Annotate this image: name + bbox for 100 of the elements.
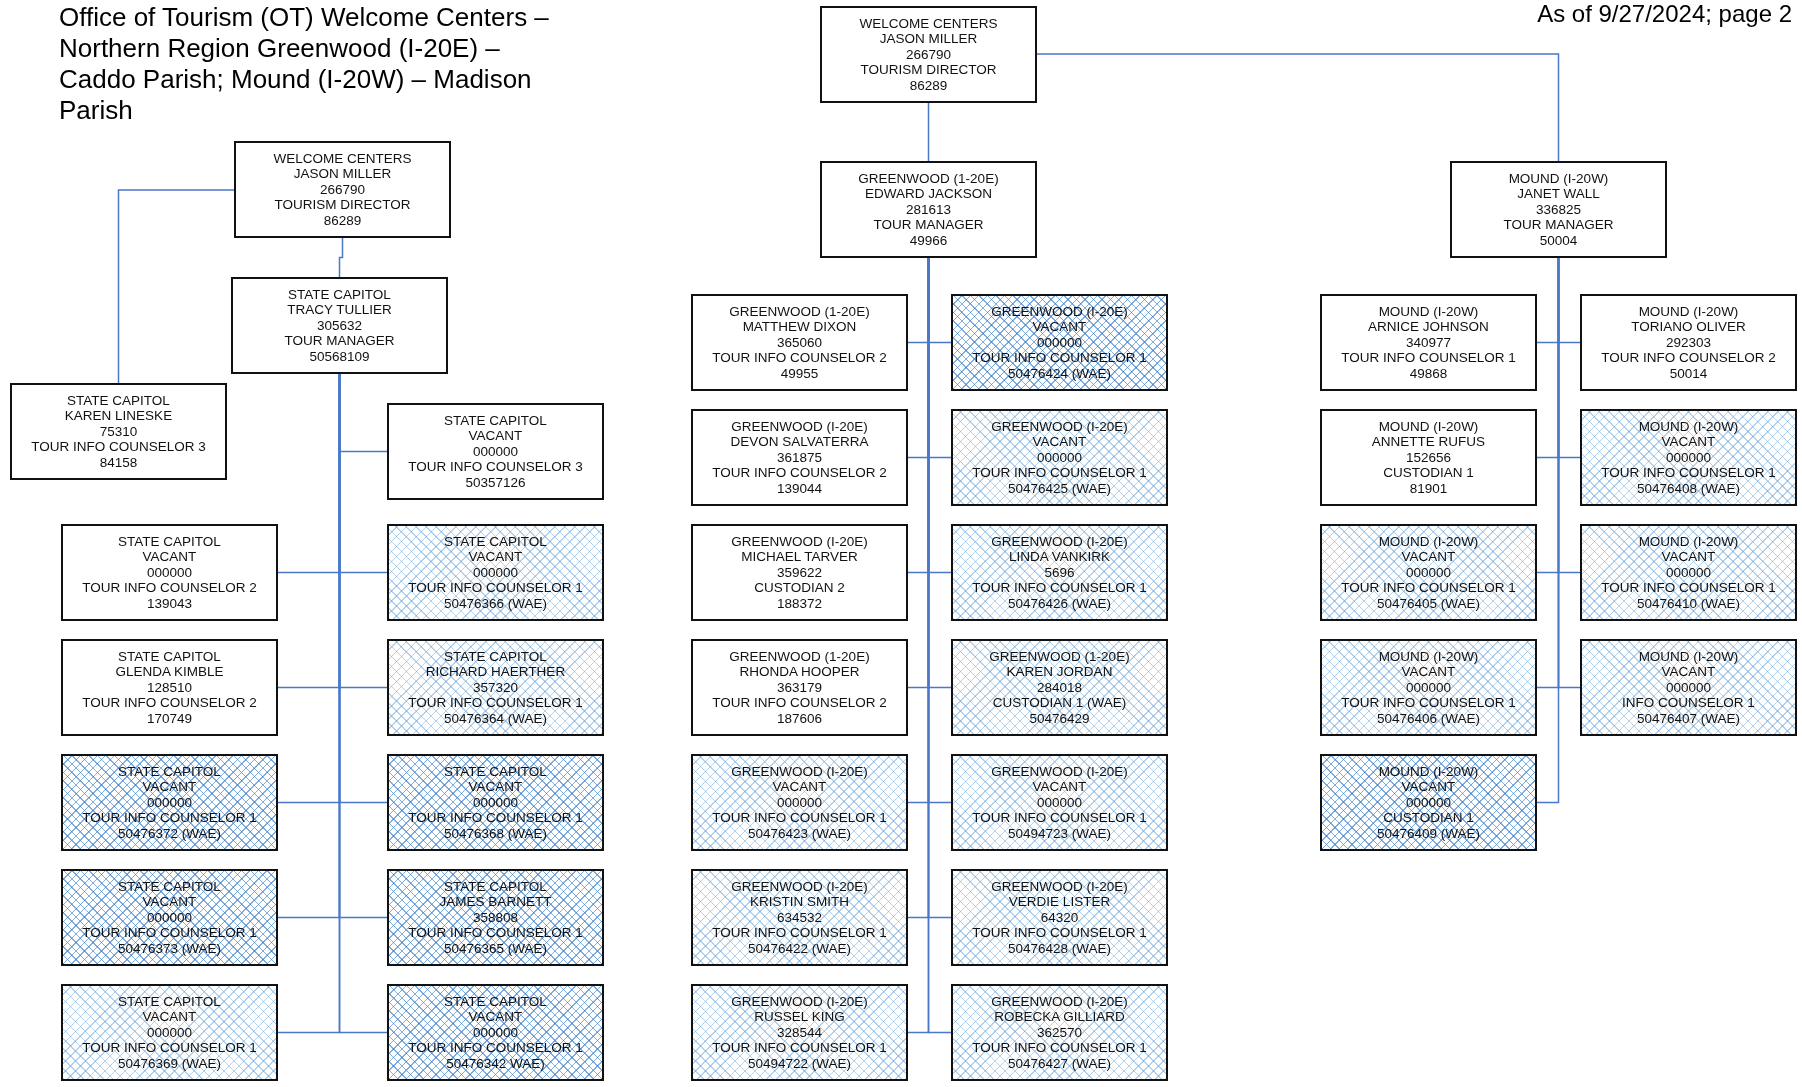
- job-title: TOUR INFO COUNSELOR 1: [1601, 580, 1776, 596]
- employee-name: VACANT: [1661, 664, 1716, 680]
- employee-number: 000000: [146, 909, 193, 926]
- job-title: TOUR INFO COUNSELOR 1: [408, 580, 583, 596]
- job-title: TOUR INFO COUNSELOR 1: [82, 1040, 257, 1056]
- position-number: 139044: [776, 480, 823, 497]
- unit-name: MOUND (I-20W): [1638, 533, 1739, 550]
- employee-name: VACANT: [772, 779, 827, 795]
- job-title: CUSTODIAN 2: [754, 580, 845, 596]
- employee-number: 000000: [146, 564, 193, 581]
- job-title: TOUR INFO COUNSELOR 1: [82, 925, 257, 941]
- position-box: [691, 639, 908, 736]
- employee-name: RHONDA HOOPER: [739, 664, 860, 680]
- position-number: 86289: [323, 212, 362, 229]
- position-box: [1320, 639, 1537, 736]
- employee-name: GLENDA KIMBLE: [115, 664, 224, 680]
- employee-number: 000000: [472, 443, 519, 460]
- connector-line: [338, 237, 344, 278]
- job-title: TOUR INFO COUNSELOR 2: [712, 465, 887, 481]
- position-number: 49966: [909, 232, 948, 249]
- unit-name: STATE CAPITOL: [118, 878, 221, 895]
- position-number: 49868: [1409, 365, 1448, 382]
- connector-line: [1036, 53, 1560, 162]
- employee-name: VACANT: [1661, 549, 1716, 565]
- job-title: TOUR INFO COUNSELOR 1: [972, 810, 1147, 826]
- employee-number: 000000: [472, 564, 519, 581]
- job-title: CUSTODIAN 1 (WAE): [992, 695, 1127, 711]
- position-box: [1580, 639, 1797, 736]
- employee-name: VACANT: [468, 428, 523, 444]
- employee-name: MICHAEL TARVER: [741, 549, 858, 565]
- unit-name: MOUND (I-20W): [1638, 648, 1739, 665]
- position-number: 50476364 (WAE): [443, 710, 548, 727]
- job-title: TOUR INFO COUNSELOR 2: [82, 695, 257, 711]
- employee-number: 000000: [1405, 794, 1452, 811]
- employee-name: VACANT: [1032, 779, 1087, 795]
- position-box: [231, 277, 448, 374]
- unit-name: STATE CAPITOL: [288, 286, 391, 303]
- unit-name: WELCOME CENTERS: [859, 15, 998, 32]
- position-number: 84158: [99, 454, 138, 471]
- unit-name: MOUND (I-20W): [1638, 303, 1739, 320]
- position-box: [387, 639, 604, 736]
- job-title: TOUR INFO COUNSELOR 1: [1341, 580, 1516, 596]
- connector-line: [927, 102, 930, 162]
- employee-name: ANNETTE RUFUS: [1371, 434, 1486, 450]
- employee-number: 64320: [1040, 909, 1079, 926]
- unit-name: GREENWOOD (I-20E): [991, 303, 1128, 320]
- unit-name: WELCOME CENTERS: [273, 150, 412, 167]
- employee-name: LINDA VANKIRK: [1008, 549, 1110, 565]
- employee-name: JANET WALL: [1517, 186, 1600, 202]
- employee-number: 000000: [472, 794, 519, 811]
- position-box: [691, 409, 908, 506]
- position-number: 50476428 (WAE): [1007, 940, 1112, 957]
- position-number: 50476406 (WAE): [1376, 710, 1481, 727]
- position-box: [387, 524, 604, 621]
- employee-name: KRISTIN SMITH: [750, 894, 849, 910]
- position-number: 50568109: [309, 348, 370, 365]
- position-number: 50476408 (WAE): [1636, 480, 1741, 497]
- employee-name: TRACY TULLIER: [287, 302, 392, 318]
- position-number: 50476424 (WAE): [1007, 365, 1112, 382]
- unit-name: STATE CAPITOL: [118, 533, 221, 550]
- unit-name: GREENWOOD (I-20E): [731, 533, 868, 550]
- unit-name: MOUND (I-20W): [1508, 170, 1609, 187]
- position-number: 81901: [1409, 480, 1448, 497]
- unit-name: STATE CAPITOL: [67, 392, 170, 409]
- position-box: [691, 754, 908, 851]
- job-title: TOUR MANAGER: [1503, 217, 1614, 233]
- employee-number: 000000: [1665, 564, 1712, 581]
- position-number: 50476368 (WAE): [443, 825, 548, 842]
- employee-name: KAREN LINESKE: [64, 408, 173, 424]
- position-number: 50476429: [1029, 710, 1090, 727]
- job-title: TOUR INFO COUNSELOR 1: [712, 810, 887, 826]
- unit-name: MOUND (I-20W): [1378, 418, 1479, 435]
- unit-name: GREENWOOD (I-20E): [731, 993, 868, 1010]
- employee-number: 000000: [1665, 679, 1712, 696]
- chart-title: Office of Tourism (OT) Welcome Centers – Northern Region Greenwood (I-20E) – Caddo Parish; Mound (I-20W) – Madison Parish: [59, 2, 550, 126]
- employee-name: VACANT: [142, 894, 197, 910]
- employee-name: RICHARD HAERTHER: [425, 664, 566, 680]
- position-box: [61, 639, 278, 736]
- job-title: TOUR INFO COUNSELOR 1: [972, 465, 1147, 481]
- position-number: 50476372 (WAE): [117, 825, 222, 842]
- employee-name: JAMES BARNETT: [439, 894, 552, 910]
- position-box: [10, 383, 227, 480]
- position-box: [951, 984, 1168, 1081]
- position-box: [387, 869, 604, 966]
- unit-name: GREENWOOD (I-20E): [991, 763, 1128, 780]
- employee-name: DEVON SALVATERRA: [730, 434, 869, 450]
- employee-number: 266790: [905, 46, 952, 63]
- position-number: 50476426 (WAE): [1007, 595, 1112, 612]
- job-title: TOUR INFO COUNSELOR 1: [408, 1040, 583, 1056]
- employee-name: VACANT: [1401, 549, 1456, 565]
- employee-number: 362570: [1036, 1024, 1083, 1041]
- job-title: TOUR INFO COUNSELOR 1: [972, 925, 1147, 941]
- unit-name: GREENWOOD (1-20E): [729, 648, 870, 665]
- position-box: [951, 409, 1168, 506]
- unit-name: STATE CAPITOL: [444, 412, 547, 429]
- job-title: TOUR INFO COUNSELOR 1: [408, 695, 583, 711]
- employee-name: ARNICE JOHNSON: [1368, 319, 1489, 335]
- employee-number: 365060: [776, 334, 823, 351]
- employee-name: VACANT: [142, 549, 197, 565]
- position-box: [951, 524, 1168, 621]
